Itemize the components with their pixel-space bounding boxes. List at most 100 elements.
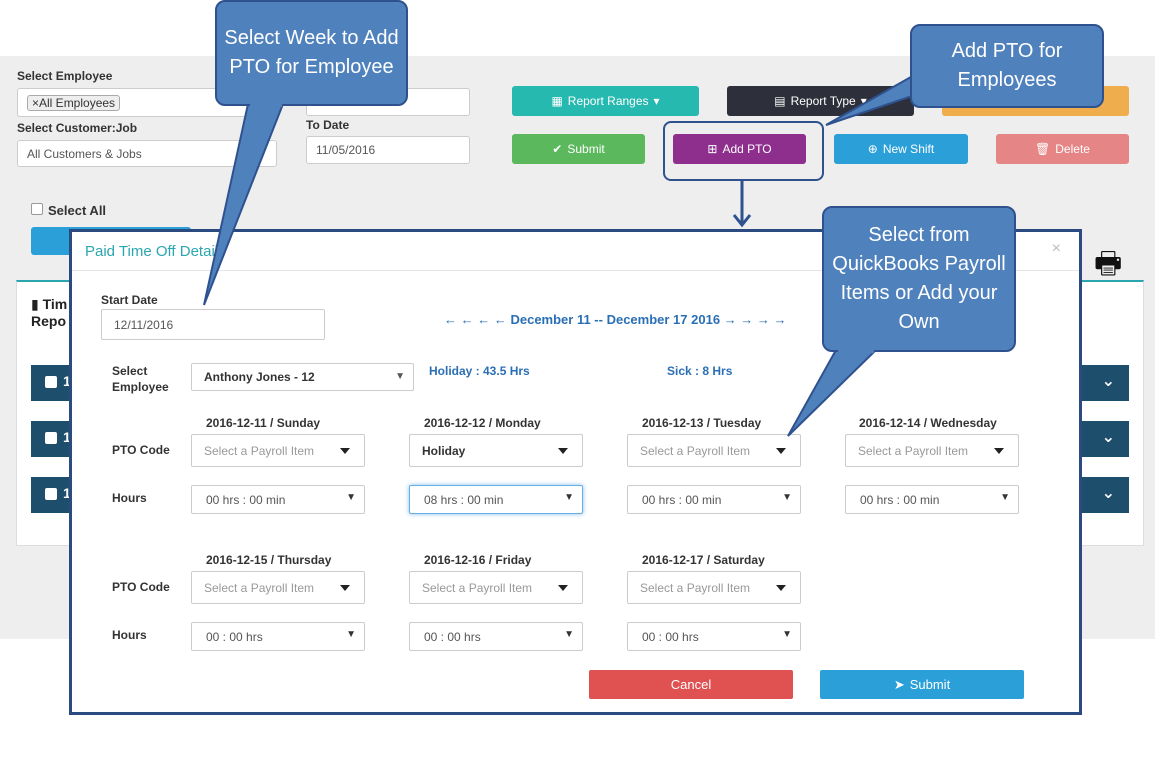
hours-select-tuesday[interactable]: 00 hrs : 00 min▼ <box>627 485 801 514</box>
callout-quickbooks-text: Select from QuickBooks Payroll Items or … <box>832 224 1006 333</box>
select-customer-label: Select Customer:Job <box>17 121 138 135</box>
hours-value: 00 : 00 hrs <box>206 629 263 644</box>
pto-code-select-monday[interactable]: Holiday <box>409 434 583 467</box>
pto-code-select-thursday[interactable]: Select a Payroll Item <box>191 571 365 604</box>
new-shift-button[interactable]: ⊕New Shift <box>834 134 968 164</box>
hours-select-saturday[interactable]: 00 : 00 hrs▼ <box>627 622 801 651</box>
caret-down-icon <box>776 585 786 591</box>
pto-code-select-saturday[interactable]: Select a Payroll Item <box>627 571 801 604</box>
pto-code-select-friday[interactable]: Select a Payroll Item <box>409 571 583 604</box>
day-header-friday: 2016-12-16 / Friday <box>424 553 532 567</box>
report-title-line2: Repo <box>31 313 66 329</box>
submit-label: Submit <box>567 142 605 156</box>
row-number: 1 <box>63 373 71 389</box>
caret-down-icon: ▼ <box>346 629 356 640</box>
row-number: 1 <box>63 429 71 445</box>
hours-value: 08 hrs : 00 min <box>424 492 504 507</box>
tag-remove-icon[interactable]: × <box>32 95 40 110</box>
modal-header: Paid Time Off Details × <box>72 232 1079 271</box>
hours-value: 00 : 00 hrs <box>642 629 699 644</box>
report-title-line1: Tim <box>42 296 68 312</box>
to-date-value: 11/05/2016 <box>316 143 376 157</box>
caret-down-icon <box>994 448 1004 454</box>
start-date-input[interactable]: 12/11/2016 <box>101 309 325 340</box>
select-employee-label-line2: Employee <box>112 380 169 394</box>
callout-add-pto: Add PTO for Employees <box>910 24 1104 108</box>
week-navigator: ← ← ← ← December 11 -- December 17 2016 … <box>444 312 787 327</box>
to-date-label: To Date <box>306 118 350 132</box>
cancel-button[interactable]: Cancel <box>589 670 793 699</box>
next-week-arrows[interactable]: → → → → <box>723 312 787 327</box>
trash-icon: 🗑 <box>1035 142 1051 156</box>
row-checkbox[interactable] <box>45 432 57 444</box>
hours-select-sunday[interactable]: 00 hrs : 00 min▼ <box>191 485 365 514</box>
callout-joint <box>250 99 282 107</box>
pto-code-value: Select a Payroll Item <box>204 443 315 458</box>
check-icon: ✔ <box>552 142 563 156</box>
report-type-button[interactable]: ▤Report Type▾ <box>727 86 914 116</box>
add-pto-highlight <box>663 121 824 181</box>
row-checkbox[interactable] <box>45 488 57 500</box>
pto-code-select-tuesday[interactable]: Select a Payroll Item <box>627 434 801 467</box>
caret-down-icon: ▾ <box>860 94 867 108</box>
hours-value: 00 : 00 hrs <box>424 629 481 644</box>
customer-select-value: All Customers & Jobs <box>27 146 142 161</box>
file-icon: ▤ <box>774 94 786 108</box>
select-all-label: Select All <box>48 203 107 218</box>
close-icon[interactable]: × <box>1051 240 1061 257</box>
employee-tag[interactable]: ×All Employees <box>27 94 121 111</box>
employee-select[interactable]: Anthony Jones - 12▼ <box>191 363 414 391</box>
cancel-label: Cancel <box>670 677 712 692</box>
start-date-value: 12/11/2016 <box>114 317 174 332</box>
phone-icon: ▮ <box>31 296 39 312</box>
submit-button[interactable]: ✔ Submit <box>512 134 645 164</box>
hours-value: 00 hrs : 00 min <box>860 492 940 507</box>
caret-down-icon: ▼ <box>564 629 574 640</box>
report-ranges-button[interactable]: ▦Report Ranges▾ <box>512 86 699 116</box>
callout-select-week: Select Week to Add PTO for Employee <box>215 0 408 106</box>
caret-down-icon <box>558 585 568 591</box>
delete-button[interactable]: 🗑 Delete <box>996 134 1129 164</box>
delete-label: Delete <box>1055 142 1090 156</box>
select-all-checkbox[interactable] <box>31 203 43 215</box>
hours-select-wednesday[interactable]: 00 hrs : 00 min▼ <box>845 485 1019 514</box>
prev-week-arrows[interactable]: ← ← ← ← <box>444 312 507 327</box>
chevron-down-icon[interactable]: ⌄ <box>1101 429 1115 446</box>
chevron-down-icon[interactable]: ⌄ <box>1101 485 1115 502</box>
pto-code-value: Select a Payroll Item <box>204 580 315 595</box>
add-pto-label: Add PTO <box>722 142 772 156</box>
hours-label: Hours <box>112 628 147 642</box>
add-pto-button[interactable]: ⊞Add PTO <box>673 134 806 164</box>
pto-code-label: PTO Code <box>112 443 170 457</box>
caret-down-icon <box>558 448 568 454</box>
week-range: December 11 -- December 17 2016 <box>510 312 721 327</box>
hours-select-friday[interactable]: 00 : 00 hrs ▼ <box>409 622 583 651</box>
pto-modal: Paid Time Off Details × Start Date 12/11… <box>69 229 1082 715</box>
day-header-tuesday: 2016-12-13 / Tuesday <box>642 416 762 430</box>
modal-submit-label: Submit <box>909 677 951 692</box>
modal-submit-button[interactable]: ➤Submit <box>820 670 1024 699</box>
callout-quickbooks: Select from QuickBooks Payroll Items or … <box>822 206 1016 352</box>
day-header-thursday: 2016-12-15 / Thursday <box>206 553 332 567</box>
plus-circle-icon: ⊕ <box>867 142 878 156</box>
row-checkbox[interactable] <box>45 376 57 388</box>
hours-select-thursday[interactable]: 00 : 00 hrs ▼ <box>191 622 365 651</box>
pto-code-select-wednesday[interactable]: Select a Payroll Item <box>845 434 1019 467</box>
hours-select-monday[interactable]: 08 hrs : 00 min▼ <box>409 485 583 514</box>
day-header-saturday: 2016-12-17 / Saturday <box>642 553 765 567</box>
employee-select-value: Anthony Jones - 12 <box>204 370 315 384</box>
caret-down-icon <box>340 585 350 591</box>
hours-value: 00 hrs : 00 min <box>642 492 722 507</box>
pto-code-select-sunday[interactable]: Select a Payroll Item <box>191 434 365 467</box>
sick-balance: Sick : 8 Hrs <box>667 364 733 378</box>
pto-code-value: Holiday <box>422 443 466 458</box>
callout-joint <box>838 345 874 353</box>
to-date-input[interactable]: 11/05/2016 <box>306 136 470 164</box>
calendar-icon: ▦ <box>551 94 563 108</box>
print-icon[interactable]: 🖶 <box>1094 247 1123 280</box>
customer-select[interactable]: All Customers & Jobs <box>17 140 277 167</box>
pto-code-value: Select a Payroll Item <box>640 580 751 595</box>
chevron-down-icon[interactable]: ⌄ <box>1101 373 1115 390</box>
pto-code-value: Select a Payroll Item <box>858 443 969 458</box>
